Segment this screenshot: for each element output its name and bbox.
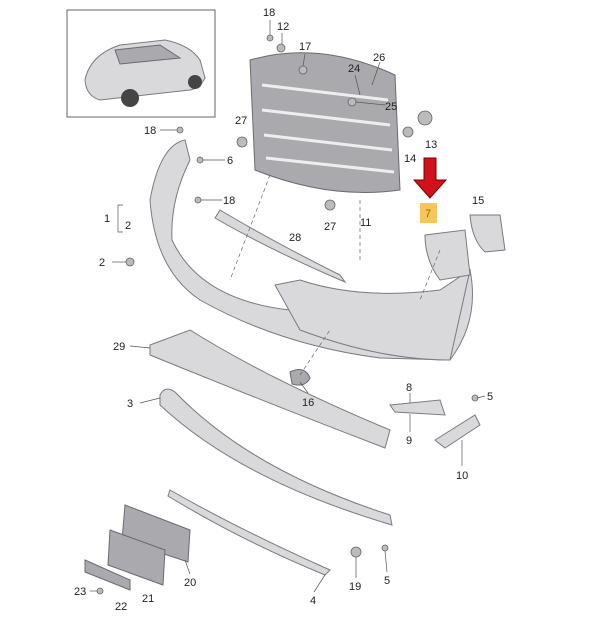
label-15: 15 [472, 195, 484, 207]
label-13: 13 [425, 139, 437, 151]
label-14: 14 [404, 153, 416, 165]
label-27: 27 [324, 221, 336, 233]
label-6: 6 [227, 155, 233, 167]
fog-light-ring-part-16 [289, 369, 311, 386]
lip-part-4 [167, 489, 331, 576]
label-4: 4 [310, 595, 316, 607]
label-18: 18 [144, 125, 156, 137]
vehicle-thumbnail [66, 9, 216, 118]
label-28: 28 [289, 232, 301, 244]
label-24: 24 [348, 63, 360, 75]
label-5: 5 [384, 575, 390, 587]
label-8: 8 [406, 382, 412, 394]
plate-part-22 [84, 559, 131, 591]
label-9: 9 [406, 435, 412, 447]
label-22: 22 [115, 601, 127, 613]
fasteners [96, 34, 479, 595]
label-2: 2 [125, 220, 131, 232]
label-11: 11 [360, 217, 371, 229]
highlight-box-part-7 [420, 203, 437, 223]
label-2: 2 [99, 257, 105, 269]
label-17: 17 [299, 41, 311, 53]
license-plate-holder-part-21 [107, 529, 166, 586]
label-1: 1 [104, 213, 110, 225]
bumper-cover-part-1 [149, 139, 473, 361]
bracket-part-29 [149, 329, 391, 449]
trim-part-10 [434, 414, 481, 449]
red-arrow-icon [412, 157, 448, 199]
label-16: 16 [302, 397, 314, 409]
label-29: 29 [113, 341, 125, 353]
label-3: 3 [127, 398, 133, 410]
label-23: 23 [74, 586, 86, 598]
label-18: 18 [223, 195, 235, 207]
label-27: 27 [235, 115, 247, 127]
label-5: 5 [487, 391, 493, 403]
label-21: 21 [142, 593, 154, 605]
label-12: 12 [277, 21, 289, 33]
leader-lines [90, 20, 486, 593]
label-25: 25 [385, 101, 397, 113]
label-19: 19 [349, 581, 361, 593]
spoiler-part-3 [159, 388, 393, 526]
label-18: 18 [263, 7, 275, 19]
label-26: 26 [373, 52, 385, 64]
grille-insert-part-15 [469, 214, 506, 253]
label-10: 10 [456, 470, 468, 482]
part-number-labels: 18 12 17 26 24 25 27 13 18 6 14 15 1 2 1… [74, 7, 493, 613]
grille-insert-part-7 [424, 229, 471, 281]
assembly-dashed-lines [229, 174, 441, 376]
label-7: 7 [425, 208, 431, 220]
license-plate-bracket-part-20 [121, 504, 191, 563]
trim-strip-part-28 [214, 209, 347, 284]
label-20: 20 [184, 577, 196, 589]
grille-part-11 [249, 52, 401, 193]
trim-part-8 [389, 399, 446, 416]
